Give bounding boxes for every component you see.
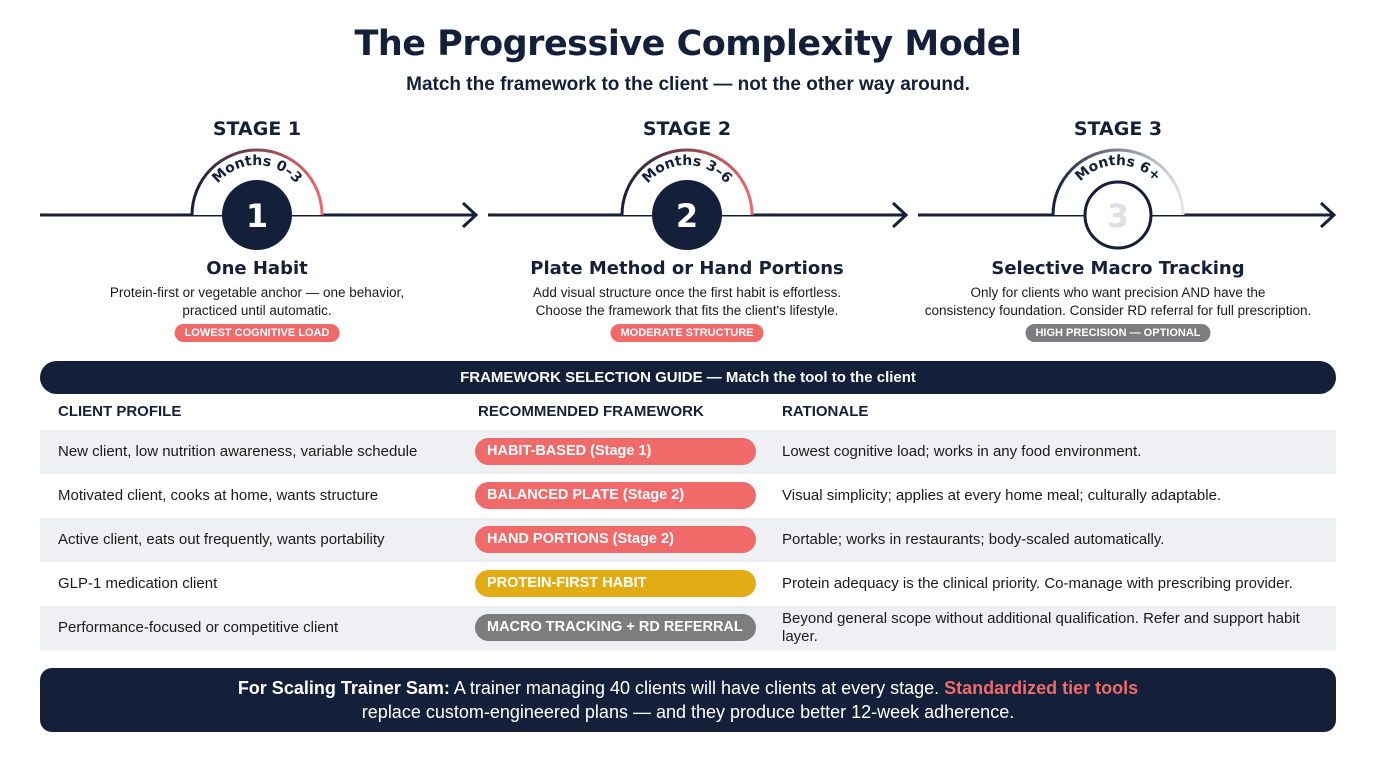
- timeline: Months 0–3 Months 3–6 Months 6+ 1 2 3: [40, 148, 1337, 250]
- rationale: Beyond general scope without additional …: [782, 610, 1300, 645]
- framework-pill: MACRO TRACKING + RD REFERRAL: [475, 614, 756, 641]
- client-profile: Active client, eats out frequently, want…: [58, 531, 385, 548]
- table-row: Performance-focused or competitive clien…: [40, 606, 1336, 651]
- rationale: Lowest cognitive load; works in any food…: [782, 443, 1142, 460]
- stage-1-heading: One Habit: [206, 258, 308, 279]
- client-profile: Performance-focused or competitive clien…: [58, 619, 339, 636]
- desc-line: consistency foundation. Consider RD refe…: [924, 303, 1312, 318]
- client-profile: GLP-1 medication client: [58, 575, 218, 592]
- stage-1-number: 1: [246, 197, 268, 235]
- page-title: The Progressive Complexity Model: [354, 24, 1022, 64]
- guide-title-bar: FRAMEWORK SELECTION GUIDE — Match the to…: [40, 361, 1336, 394]
- desc-line: Choose the framework that fits the clien…: [535, 303, 839, 318]
- table-row: New client, low nutrition awareness, var…: [40, 430, 1336, 474]
- stage-1: STAGE 1 One Habit Protein-first or veget…: [37, 118, 477, 342]
- desc-line: Protein-first or vegetable anchor — one …: [109, 285, 405, 300]
- header-rationale: RATIONALE: [782, 403, 869, 420]
- rationale: Protein adequacy is the clinical priorit…: [782, 575, 1293, 592]
- framework-pill: HAND PORTIONS (Stage 2): [475, 526, 756, 553]
- table-row: GLP-1 medication client PROTEIN-FIRST HA…: [40, 562, 1336, 606]
- footer-highlight: Standardized tier tools: [944, 678, 1139, 698]
- stage-3-badge: HIGH PRECISION — OPTIONAL: [1025, 324, 1211, 342]
- stage-2-description: Add visual structure once the first habi…: [467, 284, 907, 320]
- stage-3-label: STAGE 3: [1073, 118, 1163, 140]
- stage-2-number: 2: [676, 197, 698, 235]
- header-recommended-framework: RECOMMENDED FRAMEWORK: [478, 403, 704, 420]
- page-subtitle: Match the framework to the client — not …: [406, 74, 970, 95]
- stage-1-circle: [222, 180, 292, 250]
- footer-callout: For Scaling Trainer Sam: A trainer manag…: [40, 668, 1336, 732]
- stage-3-number: 3: [1107, 197, 1129, 235]
- stage-3-circle: [1083, 180, 1153, 250]
- stage-2-circle: [652, 180, 722, 250]
- header-client-profile: CLIENT PROFILE: [58, 403, 182, 420]
- stage-2-heading: Plate Method or Hand Portions: [530, 258, 844, 279]
- framework-pill: BALANCED PLATE (Stage 2): [475, 482, 756, 509]
- footer-lead: For Scaling Trainer Sam:: [237, 678, 450, 698]
- client-profile: Motivated client, cooks at home, wants s…: [58, 487, 379, 504]
- framework-pill: PROTEIN-FIRST HABIT: [475, 570, 756, 597]
- client-profile: New client, low nutrition awareness, var…: [58, 443, 418, 460]
- stage-2-label: STAGE 2: [642, 118, 732, 140]
- footer-text-1: A trainer managing 40 clients will have …: [449, 678, 945, 698]
- footer-text-2: replace custom-engineered plans — and th…: [361, 702, 1015, 722]
- framework-pill: HABIT-BASED (Stage 1): [475, 438, 756, 465]
- stage-2-badge: MODERATE STRUCTURE: [610, 324, 764, 342]
- stage-1-badge: LOWEST COGNITIVE LOAD: [174, 324, 340, 342]
- table-row: Active client, eats out frequently, want…: [40, 518, 1336, 562]
- desc-line: Only for clients who want precision AND …: [970, 285, 1266, 300]
- rationale: Visual simplicity; applies at every home…: [782, 487, 1222, 504]
- desc-line: practiced until automatic.: [182, 303, 332, 318]
- stage-2: STAGE 2 Plate Method or Hand Portions Ad…: [467, 118, 907, 342]
- stage-1-label: STAGE 1: [212, 118, 302, 140]
- table-row: Motivated client, cooks at home, wants s…: [40, 474, 1336, 518]
- stage-3: STAGE 3 Selective Macro Tracking Only fo…: [898, 118, 1338, 342]
- rationale: Portable; works in restaurants; body-sca…: [782, 531, 1165, 548]
- desc-line: Add visual structure once the first habi…: [532, 285, 842, 300]
- stage-1-description: Protein-first or vegetable anchor — one …: [37, 284, 477, 320]
- stage-3-heading: Selective Macro Tracking: [991, 258, 1245, 279]
- stage-3-description: Only for clients who want precision AND …: [898, 284, 1338, 320]
